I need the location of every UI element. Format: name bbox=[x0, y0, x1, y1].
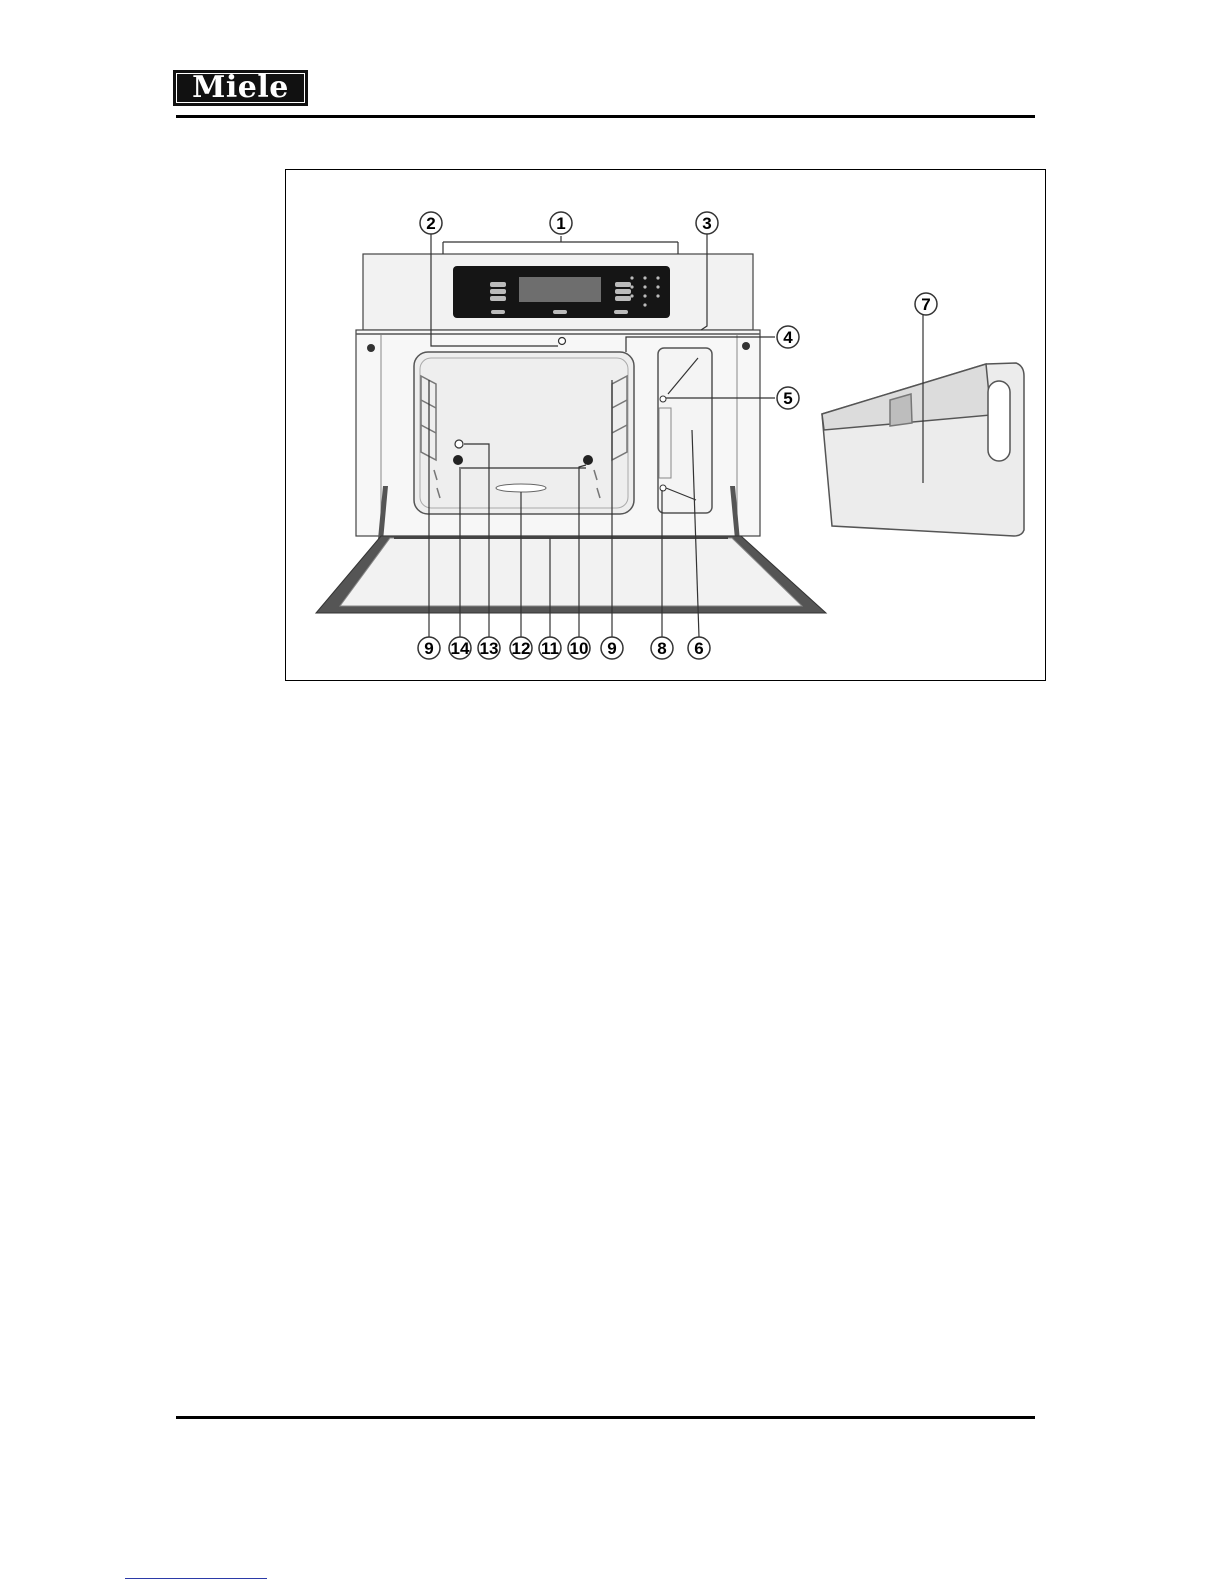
callout-9-right: 9 bbox=[601, 637, 623, 659]
lower-connector bbox=[660, 485, 666, 491]
callout-6: 6 bbox=[688, 637, 710, 659]
footer-link-underline[interactable] bbox=[125, 1578, 267, 1579]
callout-9-left: 9 bbox=[418, 637, 440, 659]
floor-drain bbox=[496, 484, 546, 492]
callout-8: 8 bbox=[651, 637, 673, 659]
footer-rule bbox=[176, 1416, 1035, 1419]
callout-4: 4 bbox=[777, 326, 799, 348]
appliance-diagram: 1 2 3 4 5 7 9 14 13 12 11 10 9 8 6 bbox=[285, 169, 1046, 681]
right-sensor bbox=[583, 455, 593, 465]
svg-text:1: 1 bbox=[556, 214, 565, 233]
svg-text:14: 14 bbox=[451, 639, 470, 658]
svg-text:13: 13 bbox=[480, 639, 499, 658]
callout-1: 1 bbox=[550, 212, 572, 234]
callout-7: 7 bbox=[915, 293, 937, 315]
display-window bbox=[519, 277, 601, 302]
svg-text:2: 2 bbox=[426, 214, 435, 233]
callout-11: 11 bbox=[539, 637, 561, 659]
svg-text:12: 12 bbox=[512, 639, 531, 658]
svg-text:3: 3 bbox=[702, 214, 711, 233]
svg-text:8: 8 bbox=[657, 639, 666, 658]
svg-text:7: 7 bbox=[921, 295, 930, 314]
callout-5: 5 bbox=[777, 387, 799, 409]
steam-inlet bbox=[455, 440, 463, 448]
svg-text:9: 9 bbox=[607, 639, 616, 658]
left-sensor bbox=[453, 455, 463, 465]
logo-text: Miele bbox=[192, 70, 289, 106]
callout-12: 12 bbox=[510, 637, 532, 659]
svg-text:11: 11 bbox=[541, 639, 559, 658]
svg-text:10: 10 bbox=[570, 639, 589, 658]
left-screw bbox=[367, 344, 375, 352]
svg-text:4: 4 bbox=[783, 328, 793, 347]
right-screw bbox=[742, 342, 750, 350]
svg-text:6: 6 bbox=[694, 639, 703, 658]
callout-3: 3 bbox=[696, 212, 718, 234]
callout-14: 14 bbox=[449, 637, 471, 659]
miele-logo: Miele bbox=[173, 70, 308, 106]
svg-text:9: 9 bbox=[424, 639, 433, 658]
callout-2: 2 bbox=[420, 212, 442, 234]
upper-connector bbox=[660, 396, 666, 402]
callout-10: 10 bbox=[568, 637, 590, 659]
svg-text:5: 5 bbox=[783, 389, 792, 408]
appliance-illustration: 1 2 3 4 5 7 9 14 13 12 11 10 9 8 6 bbox=[286, 170, 1047, 682]
interior-light bbox=[559, 338, 566, 345]
header-rule bbox=[176, 115, 1035, 118]
callout-13: 13 bbox=[478, 637, 500, 659]
